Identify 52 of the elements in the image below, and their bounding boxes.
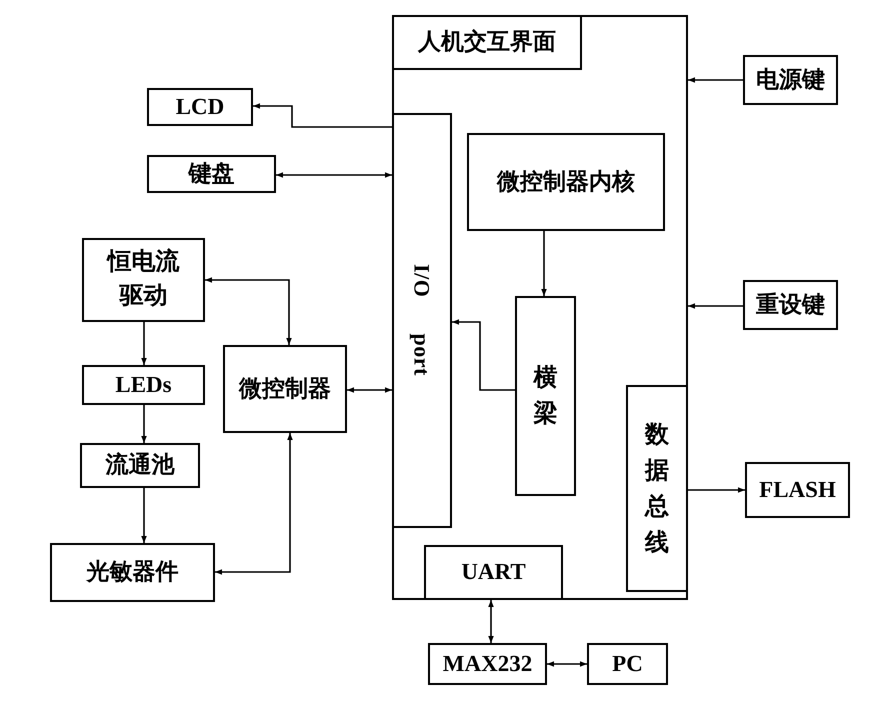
block-label: 微控制器: [239, 374, 331, 403]
arrow: [141, 322, 147, 365]
block-box: [392, 15, 582, 70]
arrow: [541, 231, 547, 296]
chip-box: [392, 15, 688, 600]
block-label: 恒电流驱动: [105, 247, 180, 311]
block-label: PC: [612, 650, 643, 678]
block-box: [80, 443, 200, 488]
block-label: 重设键: [756, 290, 825, 319]
block-box: [424, 545, 563, 600]
arrow: [688, 77, 743, 83]
arrow: [488, 600, 494, 643]
arrow: [547, 661, 587, 667]
block-box: [745, 462, 850, 518]
arrow: [253, 103, 392, 128]
block-label: I/O port: [408, 264, 436, 376]
block-label: 键盘: [188, 160, 234, 188]
block-box: [392, 113, 452, 528]
block-box: [467, 133, 665, 231]
arrow: [452, 319, 515, 391]
arrow: [347, 387, 392, 393]
arrow: [688, 487, 745, 493]
arrow: [141, 405, 147, 443]
block-label: 人机交互界面: [418, 28, 556, 56]
arrow: [215, 433, 293, 575]
block-label: 流通池: [106, 451, 174, 480]
block-label: 微控制器内核: [497, 168, 635, 196]
arrow: [141, 488, 147, 543]
block-label: FLASH: [759, 476, 836, 504]
block-label: UART: [461, 558, 526, 586]
block-box: [82, 365, 205, 405]
block-box: [515, 296, 576, 496]
block-label: 电源键: [756, 66, 825, 94]
block-box: [223, 345, 347, 433]
block-label: MAX232: [442, 650, 532, 678]
block-box: [82, 238, 205, 322]
block-box: [50, 543, 215, 602]
block-box: [147, 88, 253, 126]
block-label: LEDs: [115, 370, 172, 399]
arrow: [205, 277, 292, 345]
block-box: [147, 155, 276, 193]
block-label: 数据总线: [645, 420, 669, 558]
block-box: [428, 643, 547, 685]
block-box: [626, 385, 688, 592]
block-label: 横梁: [534, 364, 558, 429]
block-box: [743, 55, 838, 105]
block-label: 光敏器件: [86, 558, 178, 586]
block-label: LCD: [176, 92, 224, 121]
block-box: [743, 280, 838, 330]
arrow: [688, 303, 743, 309]
arrow: [276, 172, 392, 178]
block-box: [587, 643, 668, 685]
